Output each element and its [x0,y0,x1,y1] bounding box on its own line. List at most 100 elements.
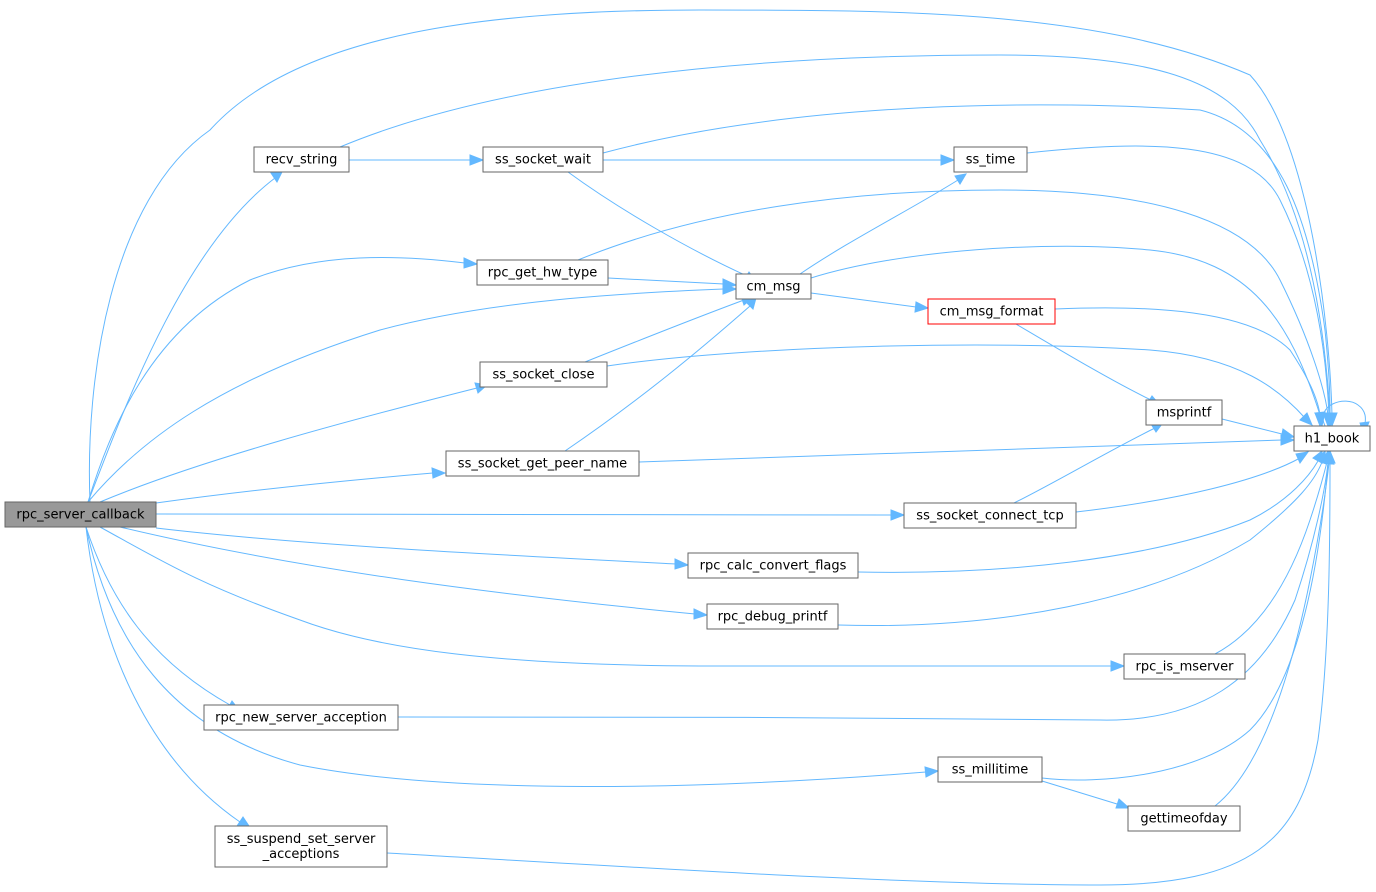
edge-rpc-server-callback-to-rpc-get-hw-type [87,256,466,503]
node-ss-socket-connect-tcp[interactable]: ss_socket_connect_tcp [903,502,1077,529]
node-label: ss_suspend_set_server [227,832,376,847]
node-rpc-new-server-acception[interactable]: rpc_new_server_acception [203,704,399,731]
edge-rpc-server-callback-to-rpc-calc-convert-flags [155,527,677,565]
edge-rpc-debug-printf-to-h1-book [837,461,1323,626]
node-h1-book[interactable]: h1_book [1293,425,1371,452]
edge-cm-msg-format-to-msprintf [1015,323,1152,401]
node-box[interactable] [1127,805,1241,832]
node-box[interactable] [953,146,1028,173]
node-label: cm_msg [747,280,801,295]
edge-msprintf-to-h1-book [1221,418,1283,435]
node-rpc-server-callback[interactable]: rpc_server_callback [4,501,157,528]
node-box[interactable] [1145,399,1223,426]
edge-ss-socket-wait-to-h1-book [602,104,1331,416]
node-ss-suspend-set-server-acceptions[interactable]: ss_suspend_set_server_acceptions [214,825,388,868]
node-ss-time[interactable]: ss_time [953,146,1028,173]
node-label: ss_socket_get_peer_name [458,457,627,472]
arrowhead-msprintf-to-h1-book [1280,428,1296,440]
edge-rpc-server-callback-to-ss-suspend-set-server-acceptions [85,526,241,823]
node-ss-millitime[interactable]: ss_millitime [937,756,1043,783]
edge-ss-socket-get-peer-name-to-cm-msg [564,305,751,452]
node-box[interactable] [4,501,157,528]
edge-rpc-calc-convert-flags-to-h1-book [857,460,1319,573]
edge-rpc-server-callback-to-recv-string [87,177,276,503]
edge-rpc-server-callback-to-ss-millitime [85,526,927,787]
arrowhead-rpc-get-hw-type-to-cm-msg [722,278,738,290]
arrowhead-cm-msg-to-cm-msg-format [914,301,930,313]
node-box[interactable] [203,704,399,731]
node-box[interactable] [903,502,1077,529]
arrowhead-rpc-get-hw-type-to-h1-book [1322,412,1334,428]
node-gettimeofday[interactable]: gettimeofday [1127,805,1241,832]
node-ss-socket-wait[interactable]: ss_socket_wait [482,146,604,173]
arrowhead-rpc-server-callback-to-rpc-is-mserver [1110,660,1126,672]
arrowhead-cm-msg-to-ss-time [954,173,967,185]
node-box[interactable] [1123,653,1246,680]
edge-ss-socket-connect-tcp-to-msprintf [1013,427,1156,504]
node-box[interactable] [937,756,1043,783]
edge-rpc-server-callback-to-h1-book [88,9,1333,503]
edge-ss-socket-get-peer-name-to-h1-book [638,439,1283,463]
node-box[interactable] [445,450,640,477]
node-box[interactable] [476,259,609,286]
edge-cm-msg-to-h1-book [810,245,1321,416]
node-label: ss_socket_wait [495,153,591,168]
node-box[interactable] [214,825,388,868]
arrowhead-rpc-server-callback-to-rpc-get-hw-type [463,257,479,269]
edge-rpc-get-hw-type-to-h1-book [577,189,1329,416]
arrowhead-ss-socket-wait-to-ss-time [940,154,956,166]
arrowhead-ss-socket-get-peer-name-to-cm-msg [745,297,757,310]
edge-ss-socket-connect-tcp-to-h1-book [1075,457,1301,513]
node-rpc-get-hw-type[interactable]: rpc_get_hw_type [476,259,609,286]
edge-ss-time-to-h1-book [1026,145,1330,416]
node-label: ss_socket_connect_tcp [916,509,1063,524]
node-ss-socket-get-peer-name[interactable]: ss_socket_get_peer_name [445,450,640,477]
node-label: rpc_debug_printf [718,610,828,625]
arrowhead-rpc-server-callback-to-recv-string [270,171,283,183]
node-label: ss_time [966,153,1015,168]
node-box[interactable] [1293,425,1371,452]
edge-rpc-server-callback-to-ss-socket-get-peer-name [155,472,434,504]
edge-gettimeofday-to-h1-book [1214,462,1330,807]
edge-cm-msg-to-ss-time [799,179,959,275]
edge-rpc-server-callback-to-rpc-new-server-acception [85,526,231,706]
node-label: rpc_new_server_acception [215,711,387,726]
arrowhead-recv-string-to-ss-socket-wait [469,154,485,166]
node-rpc-is-mserver[interactable]: rpc_is_mserver [1123,653,1246,680]
node-label: rpc_is_mserver [1136,660,1235,675]
node-label: h1_book [1305,432,1360,447]
edge-recv-string-to-h1-book [339,54,1331,416]
node-ss-socket-close[interactable]: ss_socket_close [479,361,608,388]
edge-cm-msg-format-to-h1-book [1054,307,1321,416]
node-label: rpc_get_hw_type [488,266,598,281]
node-box[interactable] [482,146,604,173]
arrowhead-ss-socket-close-to-h1-book [1299,412,1313,426]
node-rpc-calc-convert-flags[interactable]: rpc_calc_convert_flags [687,552,859,579]
node-box[interactable] [253,146,350,173]
node-box[interactable] [687,552,859,579]
edges-layer [85,9,1370,886]
edge-rpc-server-callback-to-rpc-is-mserver [99,526,1113,667]
node-label: _acceptions [262,847,340,862]
edge-h1-book-to-h1-book [1322,400,1366,427]
node-box[interactable] [479,361,608,388]
arrowhead-ss-suspend-set-server-acceptions-to-h1-book [1324,449,1336,464]
arrowhead-rpc-server-callback-to-rpc-calc-convert-flags [674,558,690,570]
node-box[interactable] [735,273,812,300]
arrowhead-ss-socket-connect-tcp-to-h1-book [1295,451,1310,464]
node-recv-string[interactable]: recv_string [253,146,350,173]
node-label: ss_socket_close [492,368,594,383]
node-box[interactable] [927,298,1056,325]
node-label: rpc_calc_convert_flags [700,559,847,574]
node-label: msprintf [1157,406,1212,421]
node-box[interactable] [706,603,839,630]
arrowhead-rpc-server-callback-to-ss-socket-connect-tcp [890,509,906,521]
edge-ss-millitime-to-h1-book [1041,462,1329,781]
node-msprintf[interactable]: msprintf [1145,399,1223,426]
node-cm-msg-format[interactable]: cm_msg_format [927,298,1056,325]
edge-ss-millitime-to-gettimeofday [1041,780,1118,805]
node-cm-msg[interactable]: cm_msg [735,273,812,300]
nodes-layer: rpc_server_callback recv_string ss_socket_… [4,146,1371,868]
arrowhead-rpc-server-callback-to-ss-socket-get-peer-name [431,467,447,479]
node-rpc-debug-printf[interactable]: rpc_debug_printf [706,603,839,630]
